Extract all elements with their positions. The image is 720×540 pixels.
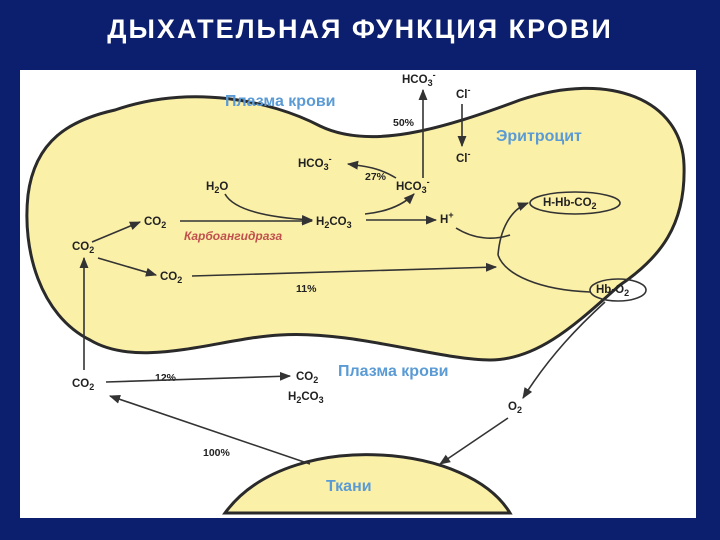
arrow-h2co3-hco3 [364, 193, 415, 215]
arrow-co2-plasma [105, 371, 292, 383]
h2co3-label: H2CO3 [316, 216, 352, 230]
co2-cell-upper-label: CO2 [144, 216, 166, 230]
co2-plasma-mid-label: CO2 [296, 371, 318, 385]
pct-11: 11% [296, 283, 317, 295]
arrow-hbo2-junction [497, 254, 591, 293]
reaction-arrows [79, 88, 606, 465]
arrow-co2-lower [97, 257, 158, 277]
arrow-hco3-shift [346, 160, 397, 179]
plasma-bottom-label: Плазма крови [338, 363, 449, 380]
o2-label: O2 [508, 401, 522, 415]
arrow-co2-upper [91, 221, 142, 243]
co2-cell-lower-label: CO2 [160, 271, 182, 285]
arrow-o2-tissue [439, 417, 509, 465]
tissues-label: Ткани [326, 478, 372, 495]
h2co3-plasma-label: H2CO3 [288, 391, 324, 405]
arrow-co2-to-hb [191, 262, 498, 277]
co2-plasma-left-label: CO2 [72, 378, 94, 392]
erythrocyte-label: Эритроцит [496, 128, 582, 145]
diagram-panel: Плазма крови Эритроцит Плазма крови Ткан… [20, 70, 696, 518]
cl-plasma-label: Cl- [456, 85, 471, 101]
hco3-right-label: HCO3- [396, 177, 430, 195]
co2-cell-left-label: CO2 [72, 241, 94, 255]
arrow-to-hhbco2 [497, 202, 530, 256]
erythrocyte-shape [25, 86, 686, 362]
h-plus-label: H+ [440, 210, 454, 226]
arrow-o2-release [522, 301, 606, 399]
diagram-canvas: Плазма крови Эритроцит Плазма крови Ткан… [25, 70, 686, 515]
pct-100: 100% [203, 447, 231, 459]
arrow-h2o [224, 193, 314, 224]
arrow-h-junction [455, 227, 511, 239]
plasma-top-label: Плазма крови [225, 93, 336, 110]
hbo2-oval [589, 278, 647, 302]
tissue-shape [222, 453, 513, 515]
pct-27: 27% [365, 171, 387, 183]
hhbco2-oval [529, 191, 621, 215]
pct-12: 12% [155, 372, 177, 384]
pct-50: 50% [393, 117, 415, 129]
cl-cell-label: Cl- [456, 149, 471, 165]
h2o-label: H2O [206, 181, 228, 195]
arrow-tissue-co2 [108, 395, 311, 465]
slide-title: ДЫХАТЕЛЬНАЯ ФУНКЦИЯ КРОВИ [107, 14, 613, 44]
hco3-plasma-label: HCO3- [402, 70, 436, 88]
hbo2-label: Hb-O2 [596, 284, 629, 298]
enzyme-label: Карбоангидраза [184, 229, 282, 243]
hco3-left-label: HCO3- [298, 154, 332, 172]
hhbco2-label: H-Hb-CO2 [543, 197, 597, 211]
